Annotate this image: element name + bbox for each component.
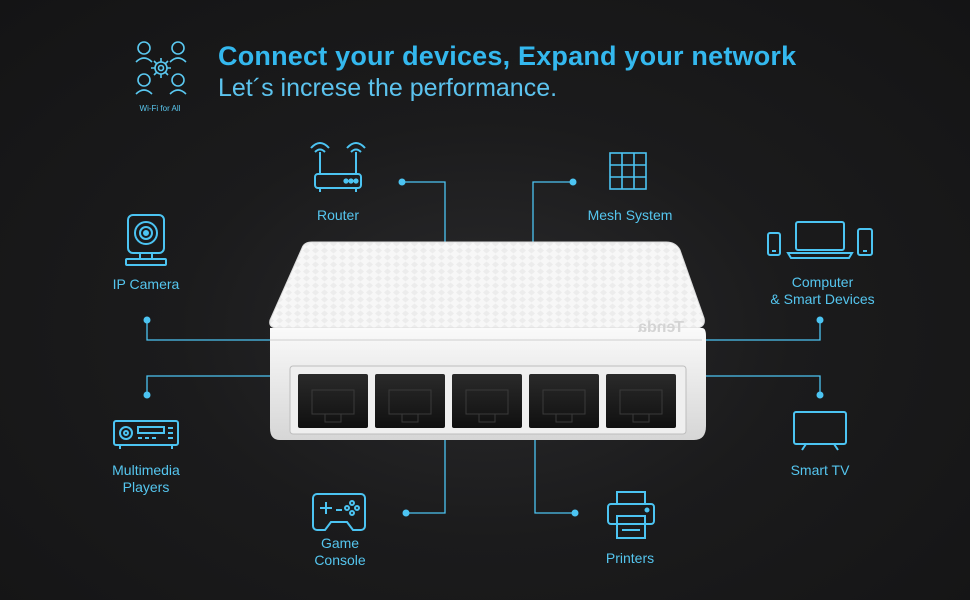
game-label-line2: Console (314, 552, 366, 568)
multimedia-player-icon (113, 420, 179, 449)
computer-label-line1: Computer (791, 274, 854, 290)
ethernet-port (529, 374, 599, 428)
ethernet-port (452, 374, 522, 428)
ethernet-port (606, 374, 676, 428)
multimedia-label-line2: Players (122, 479, 170, 495)
camera-connector (143, 316, 275, 341)
computer-smart-devices-label: Computer & Smart Devices (755, 274, 890, 308)
mesh-connector (532, 178, 577, 250)
mesh-system-icon (609, 152, 647, 190)
network-switch: Tenda (269, 241, 706, 440)
ethernet-port (375, 374, 445, 428)
game-console-icon (312, 493, 366, 531)
computer-label-line2: & Smart Devices (770, 291, 875, 307)
multimedia-label: Multimedia Players (96, 462, 196, 496)
printer-connector (534, 440, 579, 517)
router-connector (398, 178, 446, 250)
smart-tv-label: Smart TV (790, 462, 850, 478)
headline: Connect your devices, Expand your networ… (218, 41, 797, 71)
computer-smart-devices-icon (767, 221, 873, 259)
tv-connector (700, 375, 824, 399)
brand-logo: Wi-Fi for All (128, 38, 192, 114)
logo-caption: Wi-Fi for All (139, 104, 181, 113)
subline: Let´s increse the performance. (218, 74, 558, 102)
computer-connector (700, 316, 824, 341)
game-console-label: Game Console (290, 535, 390, 569)
game-connector (402, 440, 446, 517)
mesh-system-label: Mesh System (587, 207, 673, 223)
multimedia-label-line1: Multimedia (112, 462, 180, 478)
printers-label: Printers (605, 550, 655, 566)
printer-icon (607, 491, 655, 539)
ethernet-port (298, 374, 368, 428)
brand-emboss: Tenda (638, 319, 684, 336)
router-label: Router (316, 207, 360, 223)
multimedia-connector (143, 375, 275, 399)
router-icon (310, 142, 366, 192)
ethernet-ports (298, 374, 676, 428)
ip-camera-icon (125, 214, 167, 266)
smart-tv-icon (793, 411, 847, 451)
ip-camera-label: IP Camera (112, 276, 180, 292)
wifi-for-all-icon (135, 41, 187, 95)
game-label-line1: Game (320, 535, 360, 551)
